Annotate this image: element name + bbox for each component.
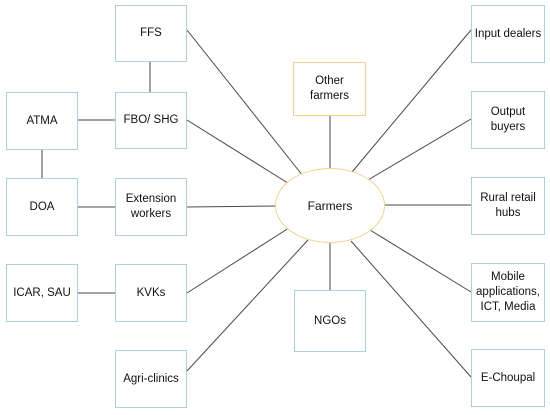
node-mobile-applications-label: Mobile applications, ICT, Media <box>476 271 540 313</box>
node-e-choupal-label: E-Choupal <box>480 371 536 384</box>
link-ffs-farmers <box>186 29 304 177</box>
node-extension-workers: Extension workers <box>115 178 187 236</box>
node-icar-sau-label: ICAR, SAU <box>13 286 71 299</box>
node-kvks: KVKs <box>115 264 187 322</box>
node-ngos-label: NGOs <box>314 314 346 327</box>
node-atma-label: ATMA <box>26 114 58 127</box>
link-inputdealers-farmers <box>351 29 472 173</box>
node-doa: DOA <box>6 178 78 236</box>
node-rural-retail-hubs: Rural retail hubs <box>471 177 545 235</box>
node-output-buyers-label: Output buyers <box>490 106 526 133</box>
node-agri-clinics-label: Agri-clinics <box>123 372 179 385</box>
link-mobileapps-farmers <box>369 229 472 293</box>
node-agri-clinics: Agri-clinics <box>115 350 187 408</box>
node-other-farmers-label: Other farmers <box>310 75 349 102</box>
link-fbo-farmers <box>186 119 292 186</box>
node-atma: ATMA <box>6 92 78 150</box>
node-input-dealers: Input dealers <box>471 5 545 63</box>
center-farmers-label: Farmers <box>307 198 353 213</box>
node-mobile-applications: Mobile applications, ICT, Media <box>471 263 545 322</box>
node-icar-sau: ICAR, SAU <box>6 264 78 322</box>
node-fbo-shg-label: FBO/ SHG <box>123 114 179 127</box>
node-other-farmers: Other farmers <box>293 62 366 116</box>
center-farmers: Farmers <box>275 168 385 243</box>
node-e-choupal: E-Choupal <box>471 349 545 407</box>
link-echoupal-farmers <box>350 240 472 378</box>
node-output-buyers: Output buyers <box>471 91 545 149</box>
link-outputbuyers-farmers <box>367 118 472 181</box>
node-doa-label: DOA <box>29 200 55 213</box>
node-rural-retail-hubs-label: Rural retail hubs <box>480 192 536 219</box>
node-kvks-label: KVKs <box>136 286 166 299</box>
link-extension-farmers <box>186 205 276 208</box>
node-extension-workers-label: Extension workers <box>125 193 177 220</box>
node-input-dealers-label: Input dealers <box>474 27 542 40</box>
node-fbo-shg: FBO/ SHG <box>115 92 187 149</box>
link-agriclinics-farmers <box>186 239 309 372</box>
node-ffs: FFS <box>115 5 187 62</box>
node-ngos: NGOs <box>294 290 366 352</box>
node-ffs-label: FFS <box>140 27 162 40</box>
link-kvks-farmers <box>186 225 293 294</box>
